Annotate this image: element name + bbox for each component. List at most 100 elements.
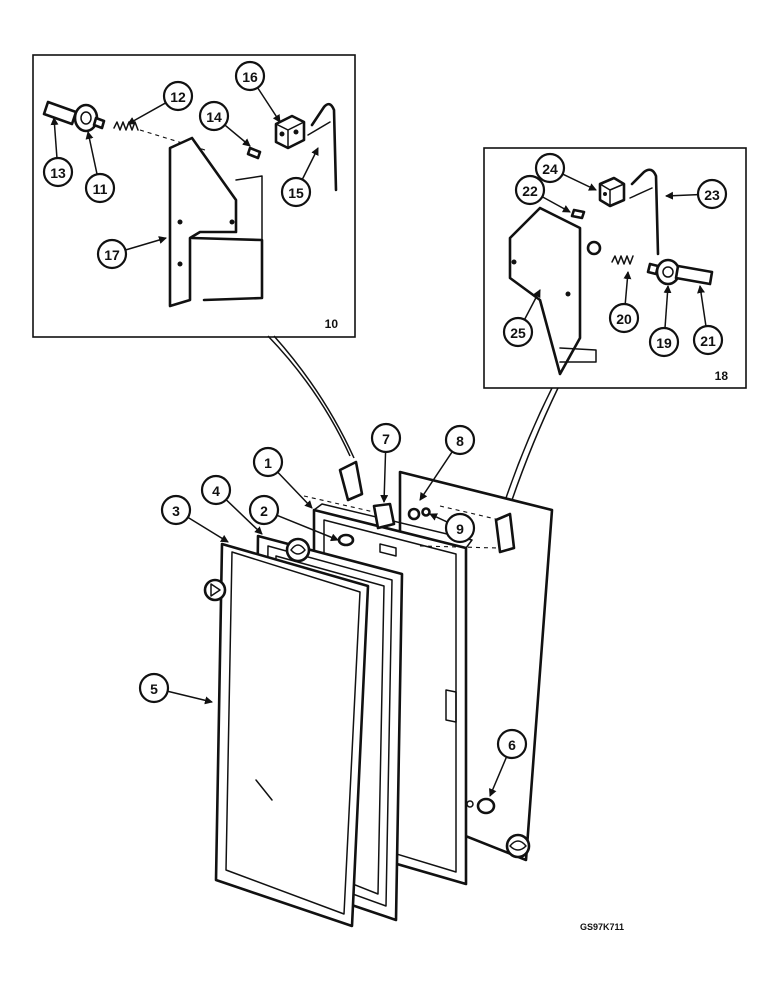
callout-13-circle [42, 156, 74, 188]
callout-7-circle [370, 422, 402, 454]
detail-box-10: 10 [32, 54, 356, 338]
callout-19-circle [648, 326, 680, 358]
callout-6-circle [496, 728, 528, 760]
callout-16-arrow [257, 87, 281, 123]
callout-9-arrow [429, 513, 448, 523]
callout-15-circle [280, 176, 312, 208]
callout-24: 24 [534, 152, 597, 191]
callout-15-arrow [301, 147, 319, 180]
callout-4-arrow [225, 499, 263, 535]
detail-10-leader [267, 335, 351, 457]
detail-label-10: 10 [325, 317, 339, 331]
callout-20-circle [608, 302, 640, 334]
callout-7: 7 [370, 422, 402, 503]
bracket-part-right [508, 206, 602, 376]
callout-2-label: 2 [260, 503, 268, 519]
callout-3: 3 [160, 494, 229, 543]
callout-15-label: 15 [288, 185, 304, 201]
knob-part [42, 100, 106, 133]
callout-25-label: 25 [510, 325, 526, 341]
callout-11-circle [84, 172, 116, 204]
callout-8-circle [444, 424, 476, 456]
callout-7-arrow [380, 451, 389, 503]
pin-part-right [570, 208, 586, 220]
callout-13-label: 13 [50, 165, 66, 181]
bushing-part [337, 533, 355, 547]
callout-1-label: 1 [264, 455, 272, 471]
glass-panel [214, 542, 370, 928]
callout-22-label: 22 [522, 183, 538, 199]
callout-21-circle [692, 324, 724, 356]
callout-14: 14 [198, 100, 251, 147]
callout-17-arrow [125, 236, 167, 251]
warning-symbol-bottom [505, 833, 531, 859]
callout-21: 21 [692, 285, 724, 356]
callout-14-circle [198, 100, 230, 132]
callout-11: 11 [84, 131, 116, 204]
door-assembly [203, 460, 554, 928]
callout-4: 4 [200, 474, 263, 535]
callout-23-arrow [665, 191, 699, 200]
callout-23: 23 [665, 178, 728, 210]
callout-1: 1 [252, 446, 313, 509]
callout-8-label: 8 [456, 433, 464, 449]
callout-6-label: 6 [508, 737, 516, 753]
detail-18-leader [505, 387, 553, 499]
callout-6-arrow [489, 756, 508, 797]
callout-14-arrow [224, 124, 251, 147]
callout-5-circle [138, 672, 170, 704]
callout-21-label: 21 [700, 333, 716, 349]
detail-label-18: 18 [715, 369, 729, 383]
callout-8-arrow [419, 451, 453, 501]
callout-23-circle [696, 178, 728, 210]
callout-22-circle [514, 174, 546, 206]
callout-2-arrow [276, 514, 339, 542]
callout-9-label: 9 [456, 521, 464, 537]
callout-24-label: 24 [542, 161, 558, 177]
callout-2-circle [248, 494, 280, 526]
hinge-part [372, 502, 396, 530]
callout-23-label: 23 [704, 187, 720, 203]
drawing-id: GS97K711 [580, 922, 624, 932]
callout-8: 8 [419, 424, 476, 501]
callout-4-label: 4 [212, 483, 220, 499]
callout-5: 5 [138, 672, 213, 705]
l-rod-part-right [630, 168, 660, 256]
callout-19-label: 19 [656, 335, 672, 351]
callout-19: 19 [648, 285, 680, 358]
callout-5-arrow [167, 690, 213, 705]
callout-7-label: 7 [382, 431, 390, 447]
block-part [274, 114, 306, 150]
callout-16-label: 16 [242, 69, 258, 85]
callout-17: 17 [96, 236, 167, 270]
callout-24-circle [534, 152, 566, 184]
callout-19-arrow [663, 285, 672, 329]
callout-17-circle [96, 238, 128, 270]
callout-9: 9 [429, 512, 476, 544]
callout-24-arrow [562, 173, 597, 191]
callout-25-arrow [523, 289, 541, 320]
callout-20: 20 [608, 271, 640, 334]
knob-part-right [646, 258, 714, 286]
warning-symbol-left [203, 578, 227, 602]
callout-13: 13 [42, 117, 74, 188]
callout-12-arrow [127, 102, 167, 125]
latch-right [494, 512, 516, 554]
callout-16-circle [234, 60, 266, 92]
callout-2: 2 [248, 494, 339, 542]
callout-21-arrow [697, 285, 707, 327]
callout-25: 25 [502, 289, 541, 348]
callout-15: 15 [280, 147, 319, 208]
spring-part-right [611, 255, 634, 265]
callout-1-arrow [277, 471, 313, 509]
callout-3-arrow [187, 516, 229, 543]
callout-22: 22 [514, 174, 571, 213]
callout-6: 6 [489, 728, 528, 797]
callout-9-circle [444, 512, 476, 544]
callout-11-arrow [85, 131, 98, 175]
callout-12: 12 [127, 80, 194, 125]
callout-3-circle [160, 494, 192, 526]
block-part-right [598, 176, 626, 208]
